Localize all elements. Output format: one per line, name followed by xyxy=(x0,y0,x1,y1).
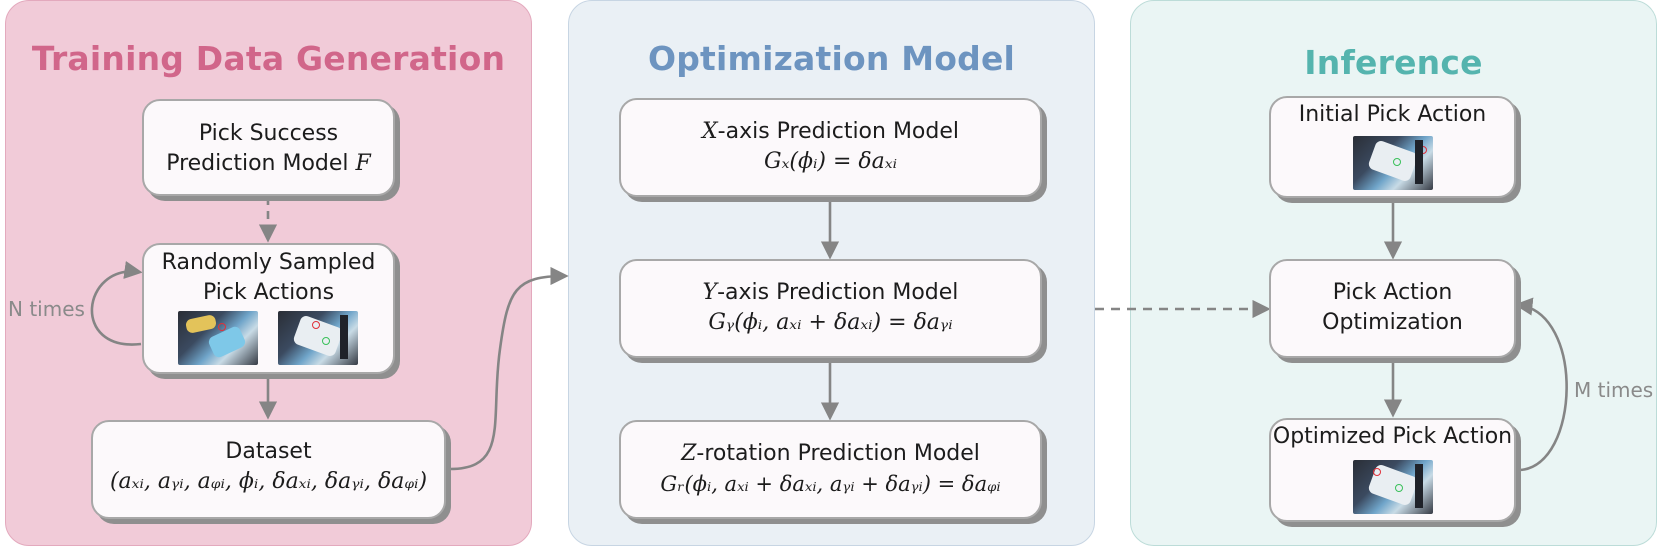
y-axis-prediction-model-box: Y-axis Prediction Model Gᵧ(ϕᵢ, aₓᵢ + δaₓ… xyxy=(619,259,1042,358)
random-line2: Pick Actions xyxy=(202,280,335,305)
optimized-pick-image xyxy=(1353,460,1433,514)
z-rotation-prediction-model-box: Z-rotation Prediction Model Gᵣ(ϕᵢ, aₓᵢ +… xyxy=(619,420,1042,519)
n-times-label: N times xyxy=(8,297,85,321)
training-panel-title: Training Data Generation xyxy=(31,39,506,78)
x-variable: X xyxy=(701,119,718,144)
initial-pick-action-label: Initial Pick Action xyxy=(1298,102,1487,127)
random-line1: Randomly Sampled xyxy=(161,250,376,275)
y-axis-label: -axis Prediction Model xyxy=(717,280,959,305)
pick-action-opt-line1: Pick Action xyxy=(1332,280,1453,305)
x-axis-title: X-axis Prediction Model xyxy=(621,117,1040,147)
pick-success-line1: Pick Success xyxy=(198,121,339,146)
loop-n-times xyxy=(90,260,143,346)
x-axis-formula: Gₓ(ϕᵢ) = δaₓᵢ xyxy=(764,149,897,174)
x-axis-label: -axis Prediction Model xyxy=(717,119,960,144)
dataset-formula: (aₓᵢ, aᵧᵢ, aᵩᵢ, ϕᵢ, δaₓᵢ, δaᵧᵢ, δaᵩᵢ) xyxy=(109,469,428,494)
pick-action-opt-line2: Optimization xyxy=(1322,310,1463,335)
dataset-title: Dataset xyxy=(225,439,312,464)
sample-image-2 xyxy=(278,311,358,365)
y-axis-formula: Gᵧ(ϕᵢ, aₓᵢ + δaₓᵢ) = δaᵧᵢ xyxy=(708,310,953,335)
sample-image-1 xyxy=(178,311,258,365)
optimization-panel-title: Optimization Model xyxy=(647,39,1016,78)
m-times-label: M times xyxy=(1574,378,1654,402)
z-rotation-title: Z-rotation Prediction Model xyxy=(621,439,1040,469)
x-axis-prediction-model-box: X-axis Prediction Model Gₓ(ϕᵢ) = δaₓᵢ xyxy=(619,98,1042,197)
z-rotation-formula: Gᵣ(ϕᵢ, aₓᵢ + δaₓᵢ, aᵧᵢ + δaᵧᵢ) = δaᵩᵢ xyxy=(660,472,1001,496)
initial-pick-action-box: Initial Pick Action xyxy=(1269,96,1516,198)
pick-action-optimization-box: Pick Action Optimization xyxy=(1269,259,1516,358)
inference-panel-title: Inference xyxy=(1304,43,1483,82)
pick-success-model-label: Prediction Model xyxy=(166,151,349,176)
pick-success-line2: Prediction Model F xyxy=(144,149,393,179)
loop-m-times xyxy=(1514,297,1568,472)
z-rotation-label: -rotation Prediction Model xyxy=(696,441,980,466)
z-variable: Z xyxy=(681,441,697,466)
pick-success-model-box: Pick Success Prediction Model F xyxy=(142,99,395,196)
initial-pick-image xyxy=(1353,136,1433,190)
y-variable: Y xyxy=(702,280,718,305)
arrow-dataset-to-optimization xyxy=(449,266,569,471)
randomly-sampled-pick-actions-box: Randomly Sampled Pick Actions xyxy=(142,243,395,374)
model-f-variable: F xyxy=(355,151,371,176)
optimized-pick-action-box: Optimized Pick Action xyxy=(1269,418,1516,522)
dataset-box: Dataset (aₓᵢ, aᵧᵢ, aᵩᵢ, ϕᵢ, δaₓᵢ, δaᵧᵢ, … xyxy=(91,420,446,519)
optimized-pick-action-label: Optimized Pick Action xyxy=(1272,424,1513,449)
y-axis-title: Y-axis Prediction Model xyxy=(621,278,1040,308)
